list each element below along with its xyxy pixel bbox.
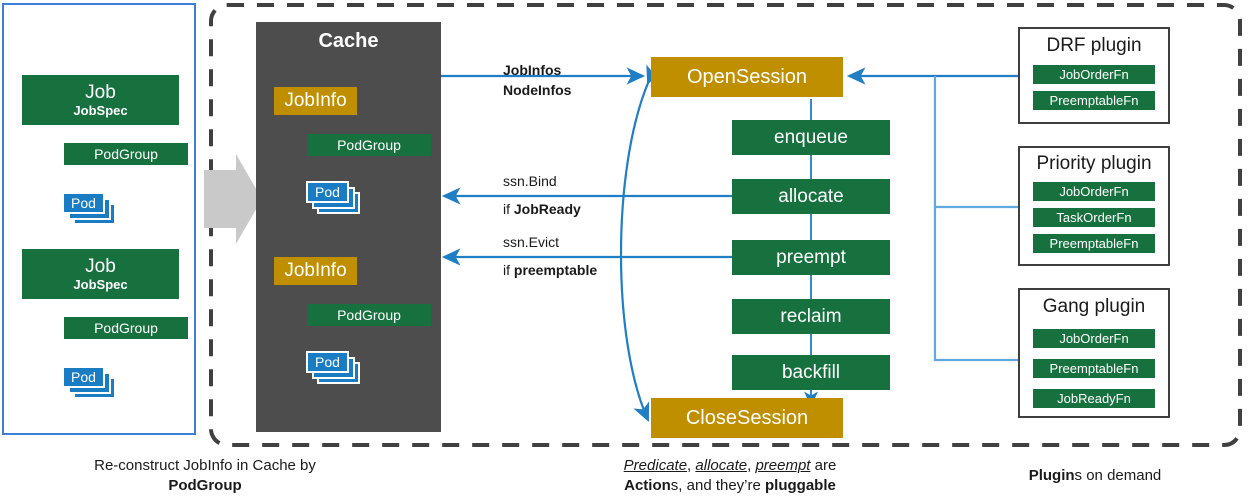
plugin-card-gang[interactable]: Gang plugin JobOrderFn PreemptableFn Job… <box>1018 288 1170 418</box>
plugin-title: Priority plugin <box>1036 153 1152 174</box>
cache-title: Cache <box>318 30 379 52</box>
cache-podgroup-box[interactable]: PodGroup <box>307 134 431 156</box>
if-prefix: if <box>503 201 514 217</box>
open-session-box[interactable]: OpenSession <box>651 57 843 97</box>
job-box[interactable]: Job JobSpec <box>22 75 179 125</box>
plugin-card-drf[interactable]: DRF plugin JobOrderFn PreemptableFn <box>1018 27 1170 124</box>
flow-label-nodeinfos: NodeInfos <box>503 82 572 98</box>
action-enqueue[interactable]: enqueue <box>732 120 890 155</box>
job-title: Job <box>85 81 116 103</box>
jobready-text: JobReady <box>513 201 581 217</box>
plugin-fn[interactable]: JobOrderFn <box>1033 329 1155 348</box>
cache-pod-label: Pod <box>306 351 349 373</box>
job-box[interactable]: Job JobSpec <box>22 249 179 299</box>
caption-middle: Predicate, allocate, preempt are Actions… <box>560 456 900 497</box>
plugin-fn[interactable]: TaskOrderFn <box>1033 208 1155 227</box>
plugin-fn[interactable]: JobReadyFn <box>1033 389 1155 408</box>
pod-label: Pod <box>62 366 105 388</box>
job-subtitle: JobSpec <box>73 102 128 118</box>
action-backfill[interactable]: backfill <box>732 355 890 390</box>
caption-mid: s, and they’re <box>670 477 766 495</box>
flow-label-ssn-evict: ssn.Evict <box>503 234 560 250</box>
plugin-fn[interactable]: JobOrderFn <box>1033 182 1155 201</box>
cache-pod-label: Pod <box>306 181 349 203</box>
close-session-box[interactable]: CloseSession <box>651 398 843 438</box>
if-prefix: if <box>503 262 514 278</box>
caption-right: Plugins on demand <box>985 466 1205 486</box>
action-reclaim[interactable]: reclaim <box>732 299 890 334</box>
job-title: Job <box>85 255 116 277</box>
caption-predicate: Predicate <box>623 457 688 474</box>
caption-action: Action <box>624 477 671 495</box>
podgroup-box[interactable]: PodGroup <box>64 143 188 165</box>
plugin-title: DRF plugin <box>1046 35 1142 56</box>
caption-left-line2: PodGroup <box>168 477 242 495</box>
caption-pluggable: pluggable <box>765 477 836 495</box>
caption-left: Re-construct JobInfo in Cache by PodGrou… <box>30 456 380 497</box>
flow-label-ssn-bind: ssn.Bind <box>503 173 557 189</box>
jobinfo-box[interactable]: JobInfo <box>274 257 357 285</box>
sep: , <box>747 457 756 474</box>
flow-label-if-jobready: if JobReady <box>503 201 581 217</box>
sep: , <box>687 457 696 474</box>
action-preempt[interactable]: preempt <box>732 240 890 275</box>
cache-podgroup-box[interactable]: PodGroup <box>307 304 431 326</box>
caption-allocate: allocate <box>695 457 748 474</box>
pod-label: Pod <box>62 192 105 214</box>
caption-plugin: Plugin <box>1028 467 1075 484</box>
caption-right-tail: s on demand <box>1074 467 1162 484</box>
caption-tail: are <box>810 457 837 474</box>
plugin-fn[interactable]: PreemptableFn <box>1033 234 1155 253</box>
plugin-fn[interactable]: PreemptableFn <box>1033 91 1155 110</box>
plugin-fn[interactable]: JobOrderFn <box>1033 65 1155 84</box>
flow-label-jobinfos: JobInfos <box>503 62 562 78</box>
plugin-card-priority[interactable]: Priority plugin JobOrderFn TaskOrderFn P… <box>1018 146 1170 266</box>
plugin-fn[interactable]: PreemptableFn <box>1033 359 1155 378</box>
job-subtitle: JobSpec <box>73 276 128 292</box>
caption-left-line1: Re-construct JobInfo in Cache by <box>94 457 316 474</box>
plugin-title: Gang plugin <box>1042 296 1146 317</box>
jobinfo-box[interactable]: JobInfo <box>274 87 357 115</box>
podgroup-box[interactable]: PodGroup <box>64 317 188 339</box>
action-allocate[interactable]: allocate <box>732 179 890 214</box>
preemptable-text: preemptable <box>513 262 598 278</box>
flow-label-if-preemptable: if preemptable <box>503 262 597 278</box>
caption-preempt: preempt <box>755 457 811 474</box>
